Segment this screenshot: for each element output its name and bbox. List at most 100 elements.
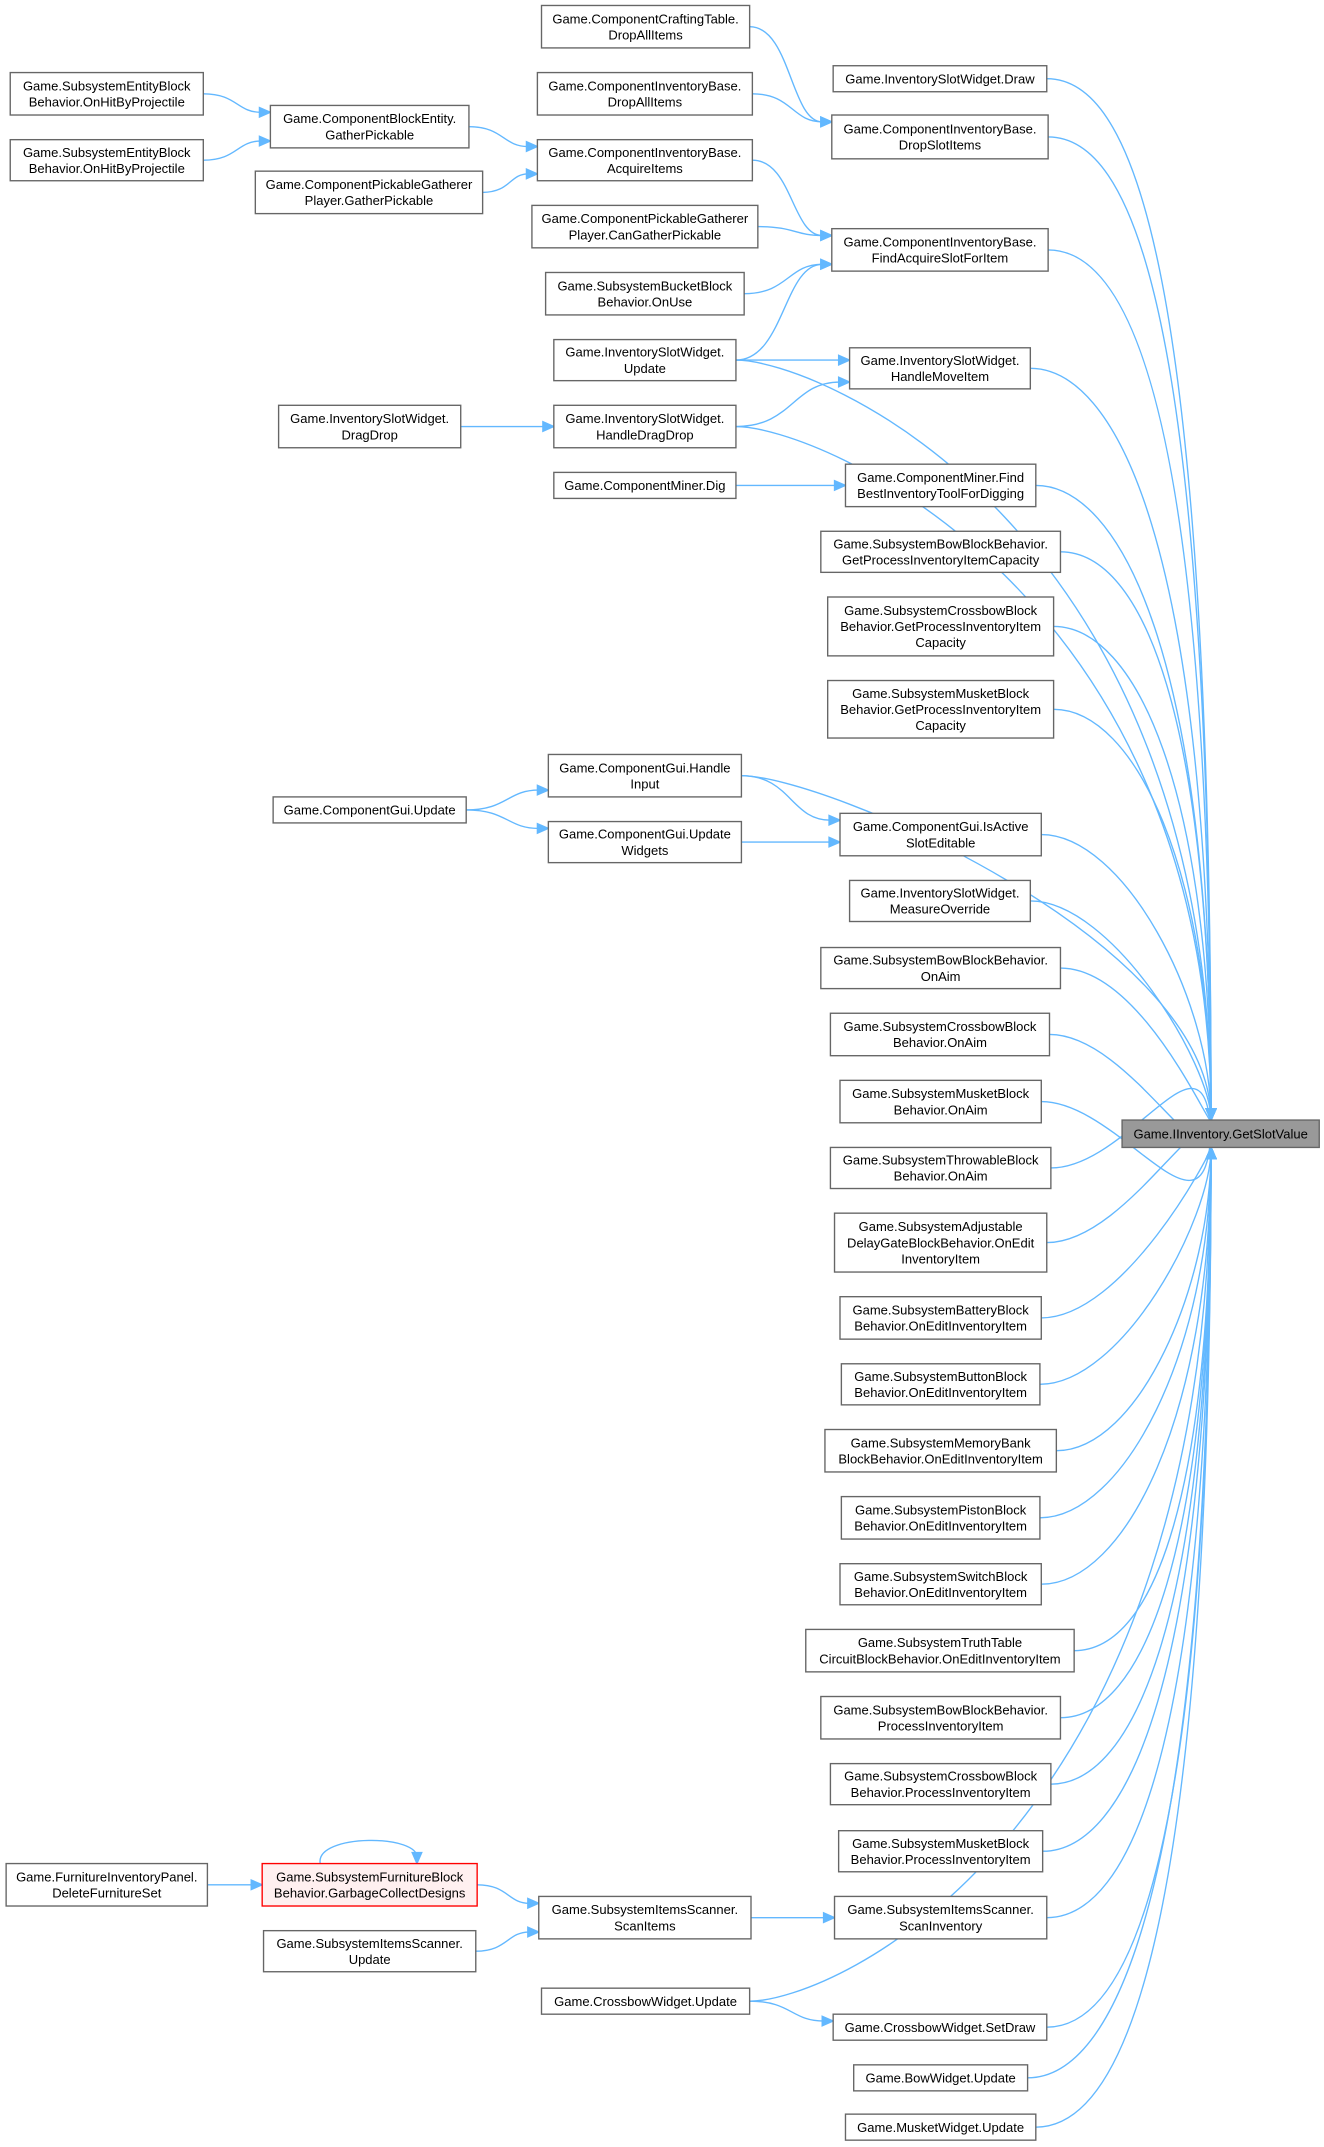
node-label: GatherPickable — [325, 127, 414, 142]
node-label: Game.CrossbowWidget.Update — [554, 1994, 737, 2009]
caller-node[interactable]: Game.ComponentPickableGathererPlayer.Can… — [531, 204, 759, 249]
caller-node[interactable]: Game.InventorySlotWidget.HandleMoveItem — [848, 347, 1032, 390]
edge-f-to-r3 — [735, 263, 823, 361]
caller-node[interactable]: Game.ComponentInventoryBase.AcquireItems — [536, 138, 754, 182]
caller-node[interactable]: Game.ComponentInventoryBase.DropAllItems — [536, 71, 754, 116]
node-label: Game.InventorySlotWidget.Draw — [845, 71, 1035, 86]
caller-node[interactable]: Game.SubsystemAdjustableDelayGateBlockBe… — [833, 1212, 1048, 1273]
caller-node[interactable]: Game.ComponentCraftingTable.DropAllItems — [540, 4, 751, 49]
caller-node[interactable]: Game.CrossbowWidget.SetDraw — [832, 2013, 1048, 2041]
caller-node[interactable]: Game.SubsystemButtonBlockBehavior.OnEdit… — [840, 1363, 1041, 1406]
caller-node[interactable]: Game.SubsystemBatteryBlockBehavior.OnEdi… — [839, 1296, 1042, 1340]
caller-node[interactable]: Game.ComponentInventoryBase.DropSlotItem… — [831, 114, 1049, 160]
node-box — [5, 1862, 209, 1907]
caller-node[interactable]: Game.CrossbowWidget.Update — [540, 1987, 751, 2015]
node-label: FindAcquireSlotForItem — [872, 251, 1009, 266]
caller-node[interactable]: Game.SubsystemCrossbowBlockBehavior.OnAi… — [829, 1012, 1051, 1057]
edge-r17-to-target — [1039, 1147, 1212, 1386]
caller-node[interactable]: Game.InventorySlotWidget.Update — [553, 338, 737, 382]
caller-node[interactable]: Game.ComponentMiner.Dig — [553, 471, 737, 500]
caller-node[interactable]: Game.SubsystemBowBlockBehavior.ProcessIn… — [820, 1695, 1062, 1740]
caller-node[interactable]: Game.ComponentInventoryBase.FindAcquireS… — [831, 227, 1049, 272]
node-label: Capacity — [915, 635, 966, 650]
edge-g-to-target — [735, 425, 1212, 1121]
caller-node[interactable]: Game.InventorySlotWidget.DragDrop — [277, 404, 462, 449]
node-label: Behavior.ProcessInventoryItem — [851, 1852, 1031, 1867]
caller-node[interactable]: Game.SubsystemItemsScanner.Update — [262, 1929, 477, 1973]
caller-node[interactable]: Game.SubsystemCrossbowBlockBehavior.Proc… — [829, 1762, 1052, 1806]
edge-q-to-q — [319, 1839, 418, 1864]
node-label: Game.SubsystemMemoryBank — [851, 1435, 1031, 1450]
caller-node[interactable]: Game.SubsystemItemsScanner.ScanInventory — [833, 1895, 1048, 1940]
edge-r27-to-target — [1027, 1147, 1212, 2079]
caller-node[interactable]: Game.SubsystemMemoryBankBlockBehavior.On… — [824, 1428, 1058, 1473]
caller-node[interactable]: Game.InventorySlotWidget.MeasureOverride — [848, 879, 1032, 923]
node-label: Game.ComponentCraftingTable. — [552, 11, 738, 26]
edge-m-to-c-arrowhead — [525, 140, 540, 153]
caller-node[interactable]: Game.SubsystemBowBlockBehavior.OnAim — [820, 946, 1062, 990]
caller-node[interactable]: Game.MusketWidget.Update — [844, 2113, 1037, 2141]
node-label: Game.ComponentMiner.Dig — [564, 478, 725, 493]
edge-r18-to-target — [1056, 1147, 1212, 1452]
node-box — [805, 1628, 1075, 1673]
node-label: Game.SubsystemMusketBlock — [852, 1086, 1030, 1101]
edge-p-to-j-arrowhead — [536, 822, 551, 835]
edge-r5-to-target — [1035, 484, 1212, 1121]
node-box — [826, 679, 1055, 739]
caller-node[interactable]: Game.InventorySlotWidget.Draw — [832, 65, 1048, 93]
node-label: Game.SubsystemPistonBlock — [855, 1502, 1027, 1517]
caller-node[interactable]: Game.SubsystemBowBlockBehavior.GetProces… — [820, 530, 1062, 574]
caller-node[interactable]: Game.SubsystemSwitchBlockBehavior.OnEdit… — [839, 1563, 1042, 1606]
node-box — [848, 879, 1032, 923]
node-label: Game.InventorySlotWidget. — [565, 411, 724, 426]
target-node[interactable]: Game.IInventory.GetSlotValue — [1121, 1119, 1320, 1149]
node-box — [261, 1862, 478, 1907]
caller-node[interactable]: Game.SubsystemEntityBlockBehavior.OnHitB… — [9, 138, 204, 182]
caller-node[interactable]: Game.SubsystemTruthTableCircuitBlockBeha… — [805, 1628, 1075, 1673]
caller-node[interactable]: Game.SubsystemMusketBlockBehavior.GetPro… — [826, 679, 1055, 739]
node-box — [839, 1079, 1042, 1124]
node-label: Update — [624, 361, 666, 376]
caller-node[interactable]: Game.ComponentGui.Update — [272, 796, 467, 824]
caller-node[interactable]: Game.InventorySlotWidget.HandleDragDrop — [553, 404, 737, 449]
edge-r22-to-target — [1060, 1147, 1212, 1719]
node-label: Game.SubsystemMusketBlock — [852, 1836, 1030, 1851]
caller-node[interactable]: Game.FurnitureInventoryPanel.DeleteFurni… — [5, 1862, 209, 1907]
caller-node[interactable]: Game.SubsystemCrossbowBlockBehavior.GetP… — [826, 596, 1055, 657]
edge-r26-to-target — [1046, 1147, 1212, 2028]
node-box — [544, 271, 745, 316]
edge-n-to-c — [482, 173, 528, 194]
node-box — [833, 1212, 1048, 1273]
node-label: Game.SubsystemTruthTable — [858, 1635, 1022, 1650]
caller-node[interactable]: Game.ComponentPickableGathererPlayer.Gat… — [254, 170, 484, 215]
caller-node[interactable]: Game.SubsystemFurnitureBlockBehavior.Gar… — [261, 1862, 478, 1907]
caller-node[interactable]: Game.BowWidget.Update — [853, 2064, 1029, 2092]
edge-s-to-m-arrowhead — [258, 106, 273, 119]
edge-k-to-r25-arrowhead — [822, 1911, 837, 1924]
caller-node[interactable]: Game.SubsystemPistonBlockBehavior.OnEdit… — [840, 1495, 1041, 1540]
caller-node[interactable]: Game.ComponentMiner.FindBestInventoryToo… — [844, 463, 1037, 508]
caller-node[interactable]: Game.SubsystemMusketBlockBehavior.Proces… — [837, 1830, 1044, 1873]
edge-h-to-r5-arrowhead — [833, 479, 848, 492]
node-box — [833, 1895, 1048, 1940]
caller-node[interactable]: Game.ComponentBlockEntity.GatherPickable — [269, 104, 470, 149]
node-box — [824, 1428, 1058, 1473]
node-label: Game.ComponentPickableGatherer — [266, 177, 473, 192]
node-label: DelayGateBlockBehavior.OnEdit — [847, 1235, 1035, 1250]
caller-node[interactable]: Game.SubsystemItemsScanner.ScanItems — [538, 1895, 752, 1940]
caller-node[interactable]: Game.SubsystemEntityBlockBehavior.OnHitB… — [9, 71, 204, 116]
node-label: CircuitBlockBehavior.OnEditInventoryItem — [819, 1651, 1060, 1666]
edge-c-to-r3 — [752, 159, 823, 237]
node-box — [1121, 1119, 1320, 1149]
node-label: Behavior.GetProcessInventoryItem — [840, 619, 1041, 634]
node-box — [820, 946, 1062, 990]
caller-node[interactable]: Game.SubsystemThrowableBlockBehavior.OnA… — [829, 1146, 1052, 1190]
node-label: Behavior.ProcessInventoryItem — [851, 1785, 1031, 1800]
node-label: Game.SubsystemItemsScanner. — [276, 1936, 462, 1951]
node-label: Game.ComponentPickableGatherer — [542, 211, 749, 226]
